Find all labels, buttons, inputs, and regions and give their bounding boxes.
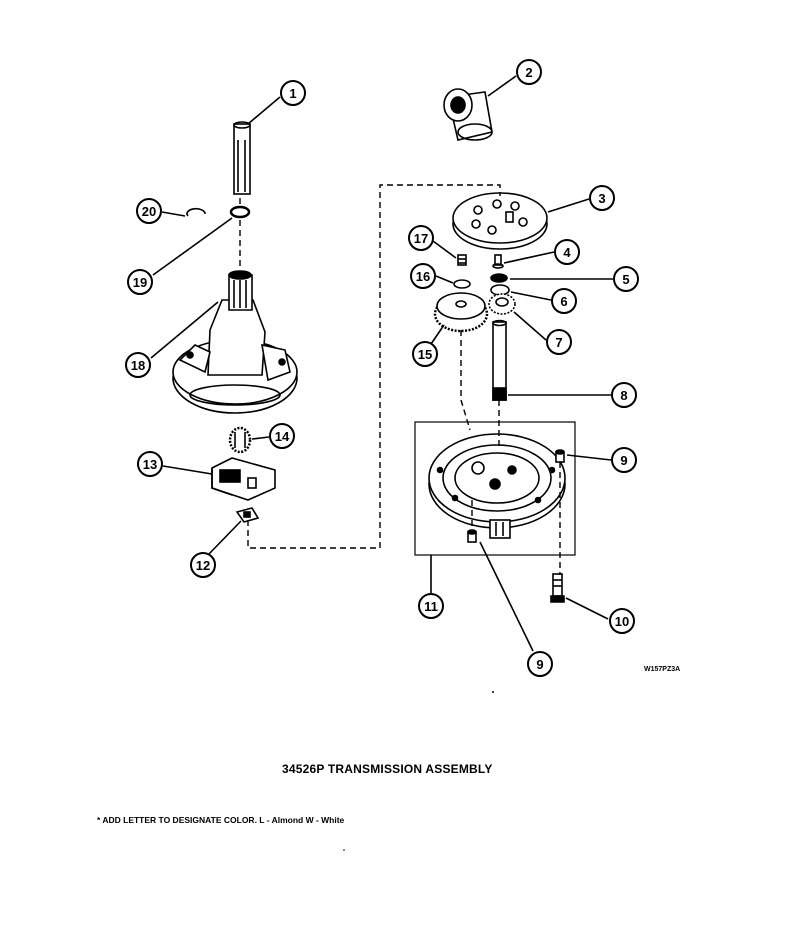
callout-11: 11 <box>418 593 444 619</box>
part-13-block <box>211 457 276 501</box>
callout-label: 18 <box>131 358 145 373</box>
callout-9: 9 <box>611 447 637 473</box>
callout-label: 15 <box>418 347 432 362</box>
callout-14: 14 <box>269 423 295 449</box>
callout-18: 18 <box>125 352 151 378</box>
callout-3: 3 <box>589 185 615 211</box>
part-2-bushing <box>443 88 493 141</box>
callout-17: 17 <box>408 225 434 251</box>
diagram-title: 34526P TRANSMISSION ASSEMBLY <box>282 762 493 776</box>
callout-label: 20 <box>142 204 156 219</box>
callout-label: 6 <box>560 294 567 309</box>
callout-8: 8 <box>611 382 637 408</box>
callout-15: 15 <box>412 341 438 367</box>
part-9-pin-upper <box>555 449 565 463</box>
callout-label: 2 <box>525 65 532 80</box>
callout-label: 11 <box>424 599 438 614</box>
part-1-shaft <box>233 121 251 195</box>
callout-16: 16 <box>410 263 436 289</box>
callout-9-lower: 9 <box>527 651 553 677</box>
part-7-pinion-gear <box>488 293 516 315</box>
scan-speck <box>343 849 345 851</box>
part-18-housing <box>172 270 298 414</box>
callout-label: 13 <box>143 457 157 472</box>
part-20-clip <box>186 207 206 217</box>
callout-label: 4 <box>563 245 571 260</box>
callout-7: 7 <box>546 329 572 355</box>
callout-6: 6 <box>551 288 577 314</box>
part-11-base-plate <box>414 421 576 556</box>
part-3-plate <box>452 192 548 250</box>
part-8-shaft <box>492 319 507 401</box>
callout-label: 16 <box>416 269 430 284</box>
callout-label: 5 <box>622 272 629 287</box>
part-6-washer <box>490 284 510 296</box>
part-17-screw <box>457 254 467 266</box>
callout-19: 19 <box>127 269 153 295</box>
leader-lines <box>150 75 613 652</box>
callout-label: 14 <box>275 429 290 444</box>
part-16-washer <box>453 279 471 289</box>
callout-13: 13 <box>137 451 163 477</box>
callout-20: 20 <box>136 198 162 224</box>
part-19-washer <box>229 205 251 219</box>
assembly-lines <box>239 184 561 575</box>
callout-5: 5 <box>613 266 639 292</box>
part-9-pin-lower <box>467 529 477 543</box>
callout-label: 1 <box>289 86 296 101</box>
part-14-gear <box>228 426 252 454</box>
part-10-bolt <box>550 573 565 603</box>
callout-12: 12 <box>190 552 216 578</box>
scan-speck <box>492 691 494 693</box>
part-15-gear <box>433 292 489 333</box>
callout-label: 7 <box>555 335 562 350</box>
callout-4: 4 <box>554 239 580 265</box>
callout-label: 3 <box>598 191 605 206</box>
part-4-pin <box>492 254 504 269</box>
color-footnote: * ADD LETTER TO DESIGNATE COLOR. L - Alm… <box>97 815 345 825</box>
callout-label: 9 <box>620 453 627 468</box>
callout-10: 10 <box>609 608 635 634</box>
callout-2: 2 <box>516 59 542 85</box>
part-5-washer <box>490 273 508 283</box>
diagram-code: W157PZ3A <box>644 666 681 673</box>
part-12-clip <box>235 507 260 523</box>
callout-label: 17 <box>414 231 428 246</box>
callout-label: 19 <box>133 275 147 290</box>
callout-label: 12 <box>196 558 210 573</box>
callout-label: 8 <box>620 388 627 403</box>
callout-label: 10 <box>615 614 629 629</box>
callout-label: 9 <box>536 657 543 672</box>
callout-1: 1 <box>280 80 306 106</box>
